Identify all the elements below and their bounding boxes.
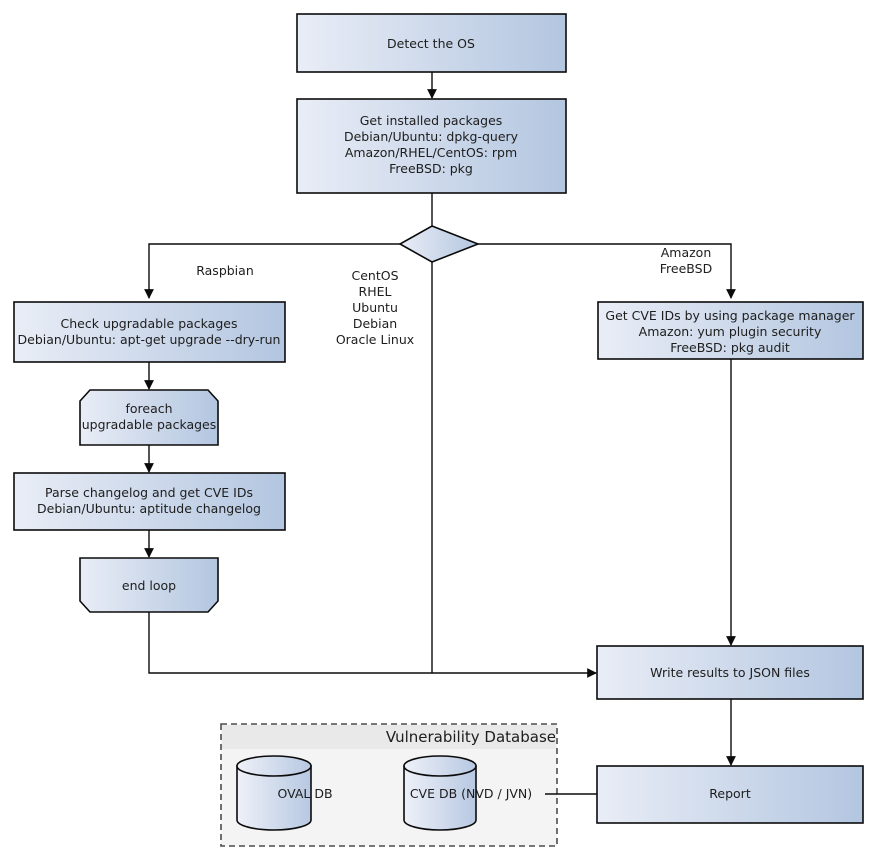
node-oval-db-label: OVAL DB <box>277 786 332 801</box>
node-write-results-json[interactable]: Write results to JSON files <box>596 645 864 700</box>
edge-decision-left <box>144 243 400 299</box>
node-cve-db[interactable]: CVE DB (NVD / JVN) <box>403 755 532 831</box>
node-write-results-json-label: Write results to JSON files <box>650 665 810 680</box>
group-title-bar <box>222 725 556 749</box>
edge-label-ubuntu: Ubuntu <box>352 300 398 315</box>
group-title: Vulnerability Database <box>386 728 556 746</box>
edge-label-rhel: RHEL <box>359 284 392 299</box>
node-get-installed-packages-box[interactable] <box>296 98 567 194</box>
node-get-cve-line1: Get CVE IDs by using package manager <box>605 308 855 323</box>
edge-label-debian: Debian <box>353 316 397 331</box>
node-check-upgradable-line2: Debian/Ubuntu: apt-get upgrade --dry-run <box>18 332 281 347</box>
node-cve-db-label: CVE DB (NVD / JVN) <box>410 786 532 801</box>
edge-endloop-to-write <box>148 612 597 678</box>
node-get-installed-packages[interactable]: Get installed packages Debian/Ubuntu: dp… <box>296 98 567 194</box>
edge-labels: Raspbian CentOS RHEL Ubuntu Debian Oracl… <box>196 245 712 347</box>
node-foreach-loop-start[interactable]: foreach upgradable packages <box>79 389 219 446</box>
node-cve-db-body[interactable] <box>403 765 477 831</box>
node-cve-db-top[interactable] <box>403 755 477 777</box>
node-end-loop-label: end loop <box>122 578 176 593</box>
node-foreach-line1: foreach <box>125 401 172 416</box>
node-detect-os-label: Detect the OS <box>387 36 475 51</box>
node-check-upgradable-box[interactable] <box>13 301 286 363</box>
node-report-box[interactable] <box>596 765 864 824</box>
node-get-installed-line4: FreeBSD: pkg <box>389 161 473 176</box>
edge-decision-right <box>478 243 736 299</box>
node-os-decision[interactable] <box>398 225 481 263</box>
edge-label-freebsd: FreeBSD <box>660 261 712 276</box>
node-report-label: Report <box>709 786 751 801</box>
node-check-upgradable[interactable]: Check upgradable packages Debian/Ubuntu:… <box>13 301 286 363</box>
node-oval-db[interactable]: OVAL DB <box>236 755 333 831</box>
node-get-installed-line1: Get installed packages <box>360 113 503 128</box>
edge-label-raspbian: Raspbian <box>196 263 254 278</box>
edges <box>144 72 736 795</box>
edge-label-centos: CentOS <box>351 268 398 283</box>
node-foreach-shape[interactable] <box>79 389 219 446</box>
node-end-loop-shape[interactable] <box>79 557 219 613</box>
node-get-cve-line2: Amazon: yum plugin security <box>639 324 822 339</box>
node-get-cve-line3: FreeBSD: pkg audit <box>670 340 790 355</box>
node-oval-db-top[interactable] <box>236 755 312 777</box>
node-check-upgradable-line1: Check upgradable packages <box>61 316 238 331</box>
node-foreach-line2: upgradable packages <box>82 417 217 432</box>
node-write-results-json-box[interactable] <box>596 645 864 700</box>
node-get-installed-line3: Amazon/RHEL/CentOS: rpm <box>345 145 517 160</box>
node-get-installed-line2: Debian/Ubuntu: dpkg-query <box>344 129 519 144</box>
node-parse-changelog-box[interactable] <box>13 472 286 531</box>
node-report[interactable]: Report <box>596 765 864 824</box>
node-parse-changelog[interactable]: Parse changelog and get CVE IDs Debian/U… <box>13 472 286 531</box>
node-end-loop[interactable]: end loop <box>79 557 219 613</box>
node-detect-os[interactable]: Detect the OS <box>296 13 567 73</box>
node-os-decision-diamond[interactable] <box>398 225 481 263</box>
node-detect-os-box[interactable] <box>296 13 567 73</box>
node-oval-db-body[interactable] <box>236 765 312 831</box>
node-get-cve-package-manager-box[interactable] <box>597 301 864 360</box>
edge-label-amazon: Amazon <box>661 245 712 260</box>
node-get-cve-package-manager[interactable]: Get CVE IDs by using package manager Ama… <box>597 301 864 360</box>
edge-label-oracle-linux: Oracle Linux <box>336 332 414 347</box>
node-parse-changelog-line2: Debian/Ubuntu: aptitude changelog <box>37 501 261 516</box>
node-parse-changelog-line1: Parse changelog and get CVE IDs <box>45 485 253 500</box>
